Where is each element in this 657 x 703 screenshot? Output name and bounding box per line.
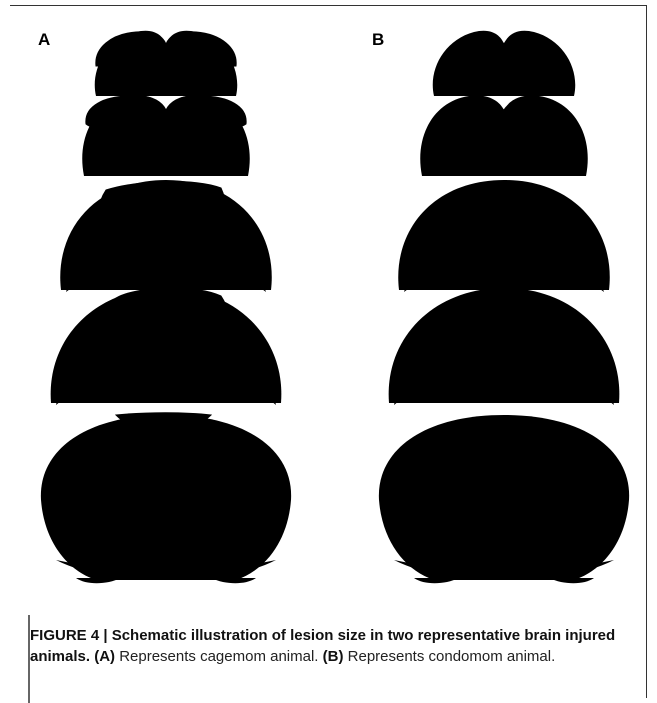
panel-a-sections [41,31,291,584]
caption-b-text: Represents condomom animal. [348,648,556,665]
caption-a-ref: (A) [94,648,115,665]
brain-sections-figure [0,0,657,615]
caption-a-text: Represents cagemom animal. [119,648,318,665]
caption-b-ref: (B) [323,648,344,665]
panel-b-sections [379,31,629,584]
figure-caption: FIGURE 4 | Schematic illustration of les… [30,625,630,667]
